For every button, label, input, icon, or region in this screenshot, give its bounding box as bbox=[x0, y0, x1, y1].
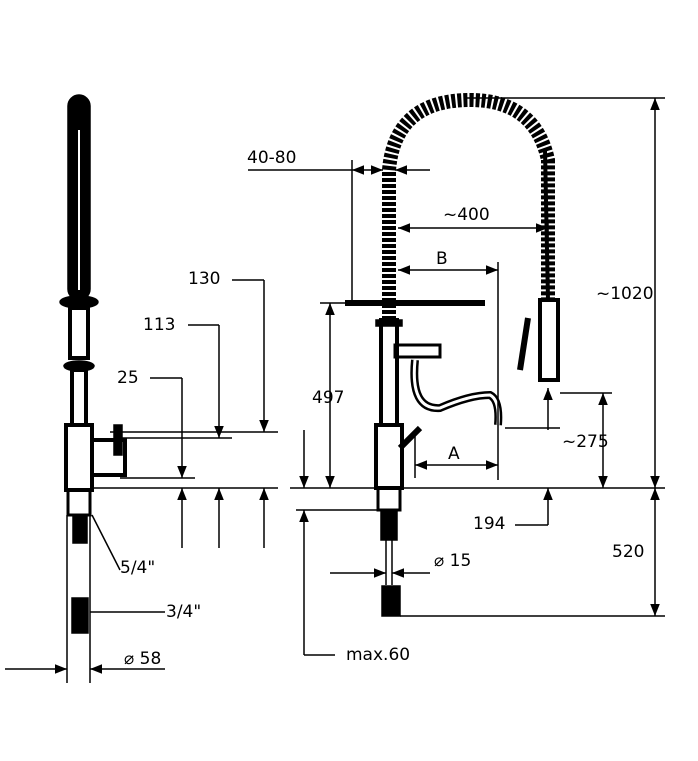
dim-40-80: 40-80 bbox=[247, 148, 297, 168]
dim-5-4-inch: 5/4" bbox=[120, 558, 156, 578]
dim-1020: ~1020 bbox=[596, 284, 654, 304]
side-view-faucet bbox=[59, 94, 127, 634]
dim-275: ~275 bbox=[562, 432, 609, 452]
dim-b: B bbox=[436, 249, 448, 269]
dim-497: 497 bbox=[312, 388, 345, 408]
dim-diameter-15: ⌀ 15 bbox=[434, 551, 472, 571]
dim-520: 520 bbox=[612, 542, 645, 562]
dim-25: 25 bbox=[117, 368, 139, 388]
dim-400: ~400 bbox=[443, 205, 490, 225]
dim-3-4-inch: 3/4" bbox=[166, 602, 202, 622]
front-view-faucet bbox=[345, 92, 560, 617]
dim-113: 113 bbox=[143, 315, 176, 335]
dim-diameter-58: ⌀ 58 bbox=[124, 649, 162, 669]
dim-130: 130 bbox=[188, 269, 221, 289]
dim-a: A bbox=[448, 444, 460, 464]
dim-194: 194 bbox=[473, 514, 506, 534]
dim-max-60: max.60 bbox=[346, 645, 411, 665]
